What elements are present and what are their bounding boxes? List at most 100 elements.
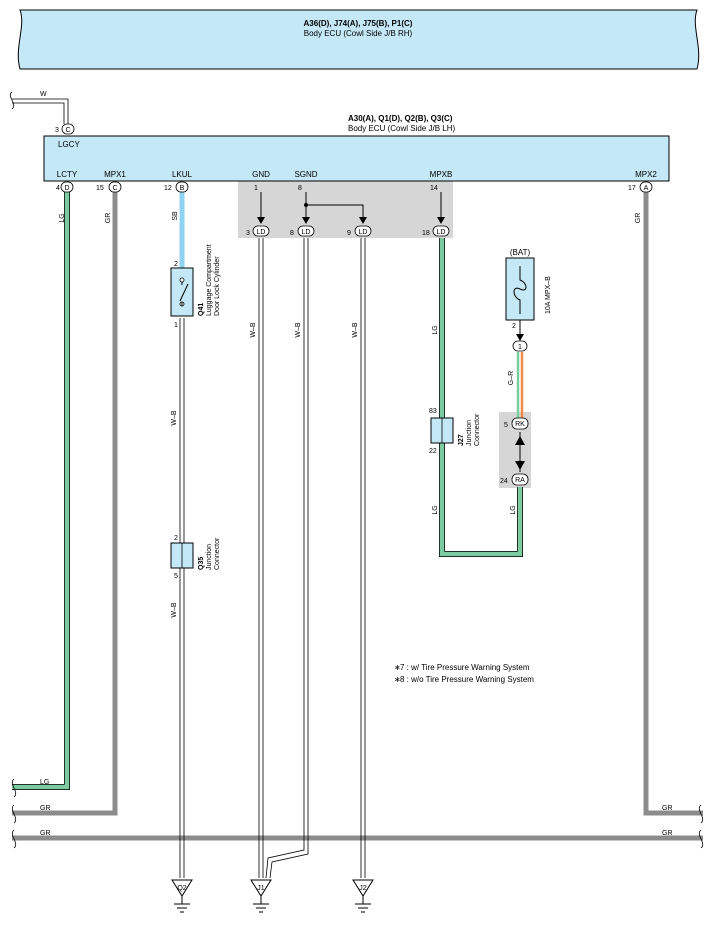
ground-j1-triangle	[250, 879, 272, 897]
q35-name1: Junction	[206, 544, 213, 570]
wire-mpxb: LG	[432, 238, 445, 418]
wire-gnd-internal	[257, 192, 445, 224]
q35-code: Q35	[198, 557, 205, 570]
terminal-pin-gnd: 1	[254, 185, 258, 192]
ground-q2-triangle	[171, 879, 193, 897]
j27-pin-top: 83	[429, 408, 437, 415]
ground-j2-label: J2	[359, 885, 367, 892]
ground-j1-label: J1	[257, 885, 265, 892]
wire-label-q35-out: W–B	[171, 602, 178, 618]
ground-q2-icon	[174, 896, 190, 913]
top-ecu-subtitle: Body ECU (Cowl Side J/B RH)	[304, 29, 413, 38]
q41-code: Q41	[198, 303, 205, 316]
j27-junction-connector: 83 22 J27 Junction Connector	[429, 408, 481, 455]
q41-name2: Door Lock Cylinder	[214, 256, 221, 316]
fuse-mpx-b: (BAT) 10A MPX–B 2 1	[505, 248, 552, 352]
terminal-label-mpxb: MPXB	[430, 170, 453, 179]
fuse-name: 10A MPX–B	[545, 276, 552, 314]
wire-rk-ra	[515, 432, 525, 472]
ld-conn-text-8: LD	[302, 229, 311, 236]
top-body-ecu: A36(D), J74(A), J75(B), P1(C) Body ECU (…	[17, 9, 700, 70]
ld-connector-8	[297, 225, 315, 237]
main-ecu-box	[43, 135, 670, 182]
ground-j2-icon	[355, 896, 371, 913]
j27-code: J27	[458, 434, 465, 446]
ld-conn-text-3: LD	[257, 229, 266, 236]
ld-pin-3: 3	[246, 230, 250, 237]
q35-pin-bottom: 5	[174, 573, 178, 580]
j27-name2: Connector	[474, 413, 481, 446]
terminal-conn-letter-mpx2: A	[644, 185, 649, 192]
terminal-label-gnd: GND	[252, 170, 270, 179]
lgcy-wire: W	[9, 91, 69, 124]
rk-connector	[511, 417, 529, 430]
wire-label-ra-out: LG	[510, 505, 517, 514]
terminal-label-mpx2: MPX2	[635, 170, 657, 179]
ld-pin-8: 8	[290, 230, 294, 237]
top-ecu-title: A36(D), J74(A), J75(B), P1(C)	[304, 19, 413, 28]
lgcy-connector	[61, 123, 75, 135]
q41-name1: Luggage Compartment	[206, 244, 213, 316]
notes: ∗ 7 : w/ Tire Pressure Warning System ∗ …	[394, 663, 534, 684]
bus-label-lg-left: LG	[40, 779, 49, 786]
wire-lcty: LG	[12, 192, 70, 790]
wire-q35-q2: W–B	[171, 568, 185, 878]
ld-conn-text-18: LD	[437, 229, 446, 236]
rk-ra-connectors: 5 RK 24 RA	[500, 417, 529, 486]
wire-ld9-j2: W–B	[352, 238, 366, 878]
wire-fuse-out: G–R	[508, 352, 524, 418]
terminal-label-mpx1: MPX1	[104, 170, 126, 179]
lgcy-label: LGCY	[58, 140, 80, 149]
wire-label-j27-out: LG	[432, 505, 439, 514]
wire-gnd-j1: W–B	[250, 238, 264, 878]
lgcy-pin: 3	[55, 127, 59, 134]
fuse-connector	[512, 340, 528, 352]
q35-junction-connector: 2 5 Q35 Junction Connector	[170, 535, 221, 580]
terminal-conn-mpx2	[639, 181, 653, 193]
wire-label-mpx1: GR	[105, 213, 112, 224]
ground-j1-icon	[253, 896, 269, 913]
ground-j2: J2	[352, 879, 374, 913]
terminal-pin-mpxb: 14	[430, 185, 438, 192]
wire-label-fuse-out: G–R	[508, 371, 515, 385]
q41-door-lock-cylinder: 2 1 Q41 Luggage Compartment Door Lock Cy…	[170, 244, 221, 329]
ra-connector	[511, 473, 529, 486]
terminal-conn-letter-lcty: D	[64, 185, 69, 192]
terminal-label-lcty: LCTY	[57, 170, 78, 179]
lgcy-wire-color: W	[40, 91, 47, 98]
main-body-ecu: A30(A), Q1(D), Q2(B), Q3(C) Body ECU (Co…	[43, 114, 670, 182]
ground-j2-triangle	[352, 879, 374, 897]
main-ecu-subtitle: Body ECU (Cowl Side J/B LH)	[348, 124, 455, 133]
j27-name1: Junction	[466, 420, 473, 446]
wire-label-sgnd: W–B	[295, 322, 302, 338]
rk-pin: 5	[504, 422, 508, 429]
wire-j27-ra: LG LG	[432, 443, 523, 557]
ground-j1: J1	[250, 879, 272, 913]
fuse-conn-text: 1	[518, 344, 522, 351]
ground-area-shade	[238, 180, 453, 238]
fuse-pin: 2	[512, 323, 516, 330]
bus-label-gr1-right: GR	[662, 805, 673, 812]
j27-pin-bottom: 22	[429, 448, 437, 455]
ecu-terminals: LCTY MPX1 LKUL GND SGND MPXB MPX2 4 15 1…	[56, 170, 657, 193]
q35-name2: Connector	[214, 537, 221, 570]
wire-label-gnd: W–B	[250, 322, 257, 338]
fuse-icon	[513, 266, 527, 314]
wire-label-lcty: LG	[59, 213, 66, 222]
bus-label-gr2-right: GR	[662, 830, 673, 837]
note-1-mark: ∗	[394, 663, 401, 672]
ra-pin: 24	[500, 478, 508, 485]
terminal-conn-letter-mpx1: C	[112, 185, 117, 192]
terminal-label-lkul: LKUL	[172, 170, 193, 179]
terminal-pin-mpx1: 15	[96, 185, 104, 192]
note-1-text: 7 : w/ Tire Pressure Warning System	[400, 663, 530, 672]
wire-label-mpxb: LG	[432, 325, 439, 334]
ld-connector-18	[432, 225, 450, 237]
terminal-conn-lkul	[175, 181, 189, 193]
terminal-pin-lcty: 4	[56, 185, 60, 192]
wire-label-mpx2: GR	[635, 213, 642, 224]
terminal-pin-lkul: 12	[164, 185, 172, 192]
wire-lkul: SB	[172, 192, 185, 268]
wire-label-ld9: W–B	[352, 322, 359, 338]
